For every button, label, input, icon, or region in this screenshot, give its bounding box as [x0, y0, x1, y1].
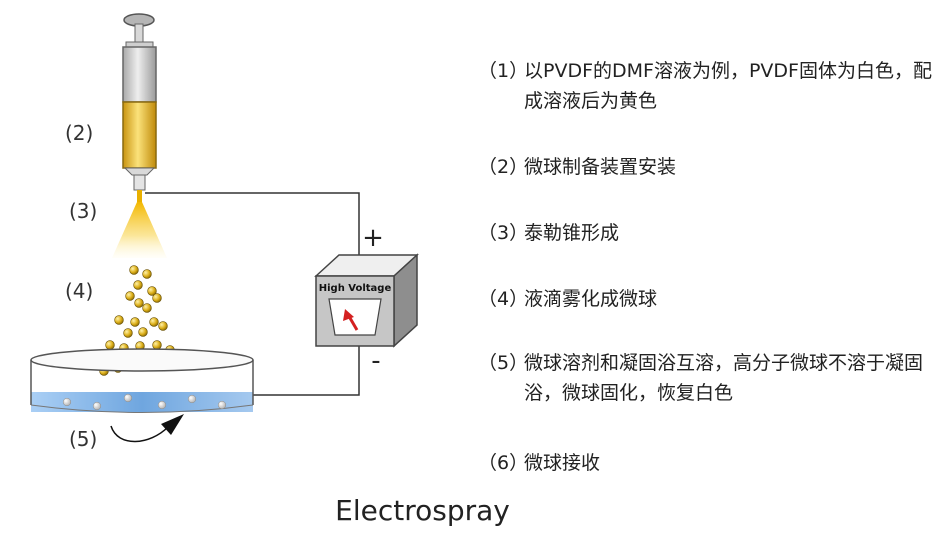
note-1-number: （1）	[478, 60, 529, 82]
white-microsphere	[62, 397, 72, 407]
solidified-microspheres	[62, 393, 227, 411]
syringe-tip	[123, 167, 156, 176]
white-microsphere	[157, 400, 167, 410]
droplet	[133, 280, 143, 290]
dish-back-rim	[30, 348, 254, 372]
droplet	[147, 286, 157, 296]
label-cone: (3)	[69, 199, 97, 223]
droplet	[158, 321, 168, 331]
note-1: （1） 以PVDF的DMF溶液为例，PVDF固体为白色，配成溶液后为黄色	[478, 56, 940, 116]
figure-caption: Electrospray	[335, 494, 510, 527]
droplet	[105, 340, 115, 350]
note-6-text: 微球接收	[524, 452, 601, 474]
hv-meter	[328, 298, 382, 336]
syringe-needle	[133, 174, 146, 191]
note-4: （4） 液滴雾化成微球	[478, 284, 940, 314]
note-4-text: 液滴雾化成微球	[524, 288, 658, 310]
syringe-solution	[122, 101, 157, 169]
negative-wire	[252, 346, 360, 396]
note-3-number: （3）	[478, 222, 529, 244]
droplet	[114, 315, 124, 325]
note-6: （6） 微球接收	[478, 448, 940, 478]
negative-sign: -	[371, 346, 380, 376]
hv-title: High Voltage	[319, 283, 392, 294]
receive-arrow-head	[161, 414, 184, 435]
droplet	[149, 317, 159, 327]
hv-needle-head	[343, 309, 354, 321]
droplet	[152, 340, 162, 350]
note-6-number: （6）	[478, 452, 529, 474]
label-syringe: (2)	[65, 121, 93, 145]
note-2: （2） 微球制备装置安装	[478, 152, 940, 182]
note-3-text: 泰勒锥形成	[524, 222, 620, 244]
taylor-cone	[112, 202, 167, 258]
note-5-text: 微球溶剂和凝固浴互溶，高分子微球不溶于凝固浴，微球固化，恢复白色	[524, 352, 924, 404]
syringe-plunger-rod	[134, 23, 144, 45]
droplet	[138, 327, 148, 337]
syringe-barrel	[122, 46, 157, 103]
note-1-text: 以PVDF的DMF溶液为例，PVDF固体为白色，配成溶液后为黄色	[524, 60, 932, 112]
liquid-jet	[137, 190, 142, 204]
label-droplets: (4)	[65, 279, 93, 303]
white-microsphere	[123, 393, 133, 403]
droplet	[123, 328, 133, 338]
positive-sign: +	[362, 223, 384, 253]
droplet	[152, 293, 162, 303]
white-microsphere	[187, 394, 197, 404]
droplet	[129, 265, 139, 275]
receive-arrow	[110, 425, 169, 443]
note-5: （5） 微球溶剂和凝固浴互溶，高分子微球不溶于凝固浴，微球固化，恢复白色	[478, 348, 940, 408]
high-voltage-supply: High Voltage	[314, 253, 419, 348]
droplet	[130, 317, 140, 327]
petri-dish	[30, 348, 254, 413]
positive-wire	[145, 192, 360, 255]
white-microsphere	[217, 400, 227, 410]
droplet	[142, 269, 152, 279]
dish-bottom-rim	[30, 404, 254, 413]
syringe	[122, 13, 157, 191]
note-2-number: （2）	[478, 156, 529, 178]
note-4-number: （4）	[478, 288, 529, 310]
note-3: （3） 泰勒锥形成	[478, 218, 940, 248]
hv-needle-icon	[348, 317, 359, 331]
note-2-text: 微球制备装置安装	[524, 156, 677, 178]
droplet	[134, 298, 144, 308]
white-microsphere	[92, 401, 102, 411]
coagulation-bath	[31, 392, 253, 412]
droplet	[142, 303, 152, 313]
droplet	[125, 291, 135, 301]
note-5-number: （5）	[478, 352, 529, 374]
label-dish: (5)	[69, 427, 97, 451]
